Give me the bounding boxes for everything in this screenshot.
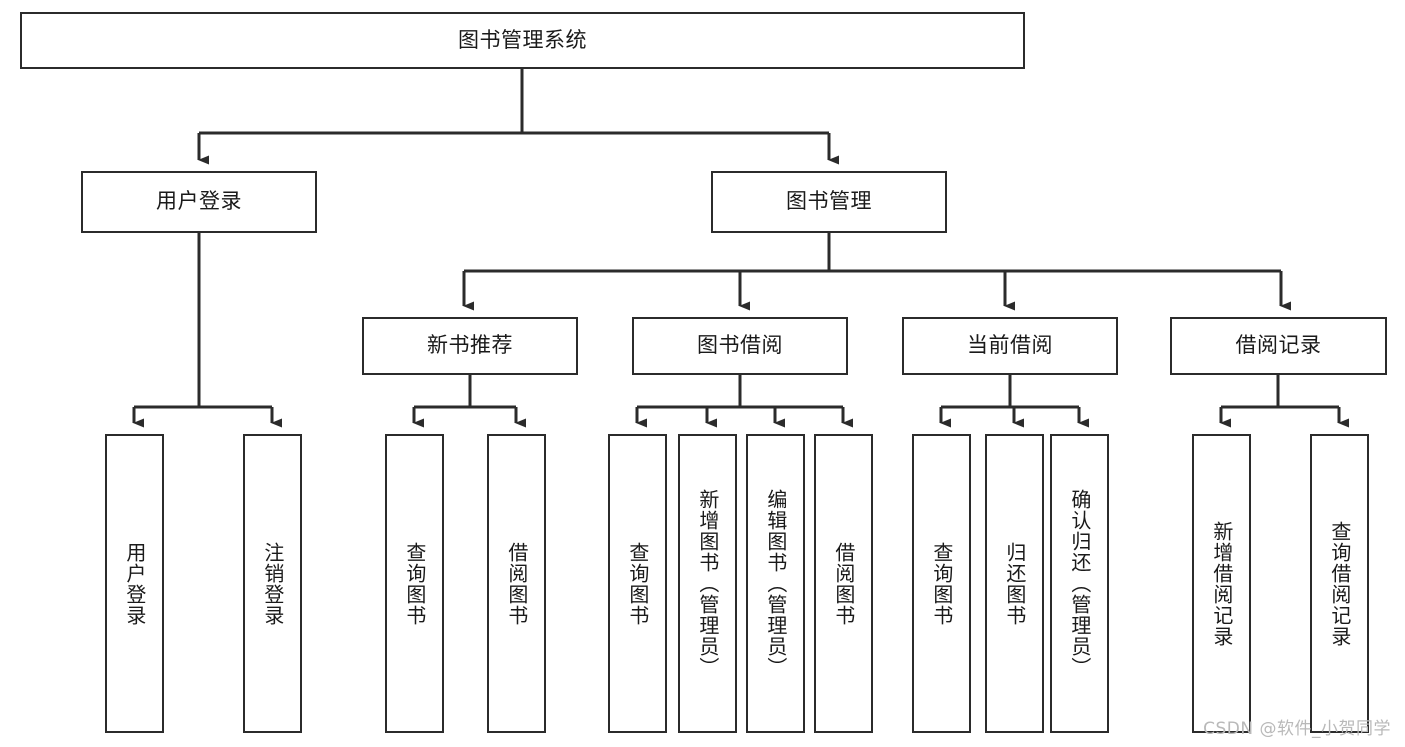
- node-leaf-label: 归还图书: [1002, 541, 1027, 626]
- edges-borrow-to-leaves: [635, 375, 853, 428]
- edges-userlogin-to-leaves: [132, 233, 282, 428]
- edges-bookmanage-to-level3: [462, 233, 1291, 311]
- node-leaf-label: 用户登录: [122, 541, 147, 626]
- node-leaf-confirm-return-admin[interactable]: 确认归还（管理员）: [1050, 434, 1109, 733]
- node-borrow-record[interactable]: 借阅记录: [1170, 317, 1387, 375]
- node-leaf-logout[interactable]: 注销登录: [243, 434, 302, 733]
- node-book-borrow[interactable]: 图书借阅: [632, 317, 848, 375]
- node-leaf-query-book-newbook[interactable]: 查询图书: [385, 434, 444, 733]
- edges-newbook-to-leaves: [412, 375, 526, 428]
- node-book-management[interactable]: 图书管理: [711, 171, 947, 233]
- node-new-book-recommend[interactable]: 新书推荐: [362, 317, 578, 375]
- node-current-borrow[interactable]: 当前借阅: [902, 317, 1118, 375]
- node-leaf-label: 查询借阅记录: [1327, 520, 1352, 647]
- node-leaf-return-book[interactable]: 归还图书: [985, 434, 1044, 733]
- node-book-borrow-label: 图书借阅: [697, 333, 783, 358]
- node-leaf-label: 编辑图书（管理员）: [763, 489, 788, 678]
- node-new-book-recommend-label: 新书推荐: [427, 333, 513, 358]
- node-leaf-borrow-book-newbook[interactable]: 借阅图书: [487, 434, 546, 733]
- watermark-text: CSDN @软件_小贺同学: [1203, 719, 1391, 739]
- edges-root-to-level2: [197, 69, 839, 165]
- node-leaf-label: 确认归还（管理员）: [1067, 489, 1092, 678]
- node-current-borrow-label: 当前借阅: [967, 333, 1053, 358]
- node-leaf-label: 新增借阅记录: [1209, 520, 1234, 647]
- node-leaf-label: 借阅图书: [831, 541, 856, 626]
- node-leaf-label: 新增图书（管理员）: [695, 489, 720, 678]
- node-book-management-label: 图书管理: [786, 189, 872, 214]
- node-root-label: 图书管理系统: [458, 27, 587, 52]
- node-leaf-edit-book-admin[interactable]: 编辑图书（管理员）: [746, 434, 805, 733]
- node-leaf-borrow-book[interactable]: 借阅图书: [814, 434, 873, 733]
- node-leaf-label: 查询图书: [402, 541, 427, 626]
- node-user-login[interactable]: 用户登录: [81, 171, 317, 233]
- node-leaf-query-book-borrow[interactable]: 查询图书: [608, 434, 667, 733]
- node-leaf-add-book-admin[interactable]: 新增图书（管理员）: [678, 434, 737, 733]
- node-root-system[interactable]: 图书管理系统: [20, 12, 1025, 69]
- node-user-login-label: 用户登录: [156, 189, 242, 214]
- node-leaf-label: 借阅图书: [504, 541, 529, 626]
- node-borrow-record-label: 借阅记录: [1235, 333, 1322, 358]
- edges-record-to-leaves: [1219, 375, 1349, 428]
- node-leaf-label: 查询图书: [929, 541, 954, 626]
- edges-current-to-leaves: [939, 375, 1089, 428]
- node-leaf-query-borrow-record[interactable]: 查询借阅记录: [1310, 434, 1369, 733]
- node-leaf-label: 注销登录: [260, 541, 285, 626]
- node-leaf-query-book-current[interactable]: 查询图书: [912, 434, 971, 733]
- node-leaf-add-borrow-record[interactable]: 新增借阅记录: [1192, 434, 1251, 733]
- node-leaf-user-login[interactable]: 用户登录: [105, 434, 164, 733]
- node-leaf-label: 查询图书: [625, 541, 650, 626]
